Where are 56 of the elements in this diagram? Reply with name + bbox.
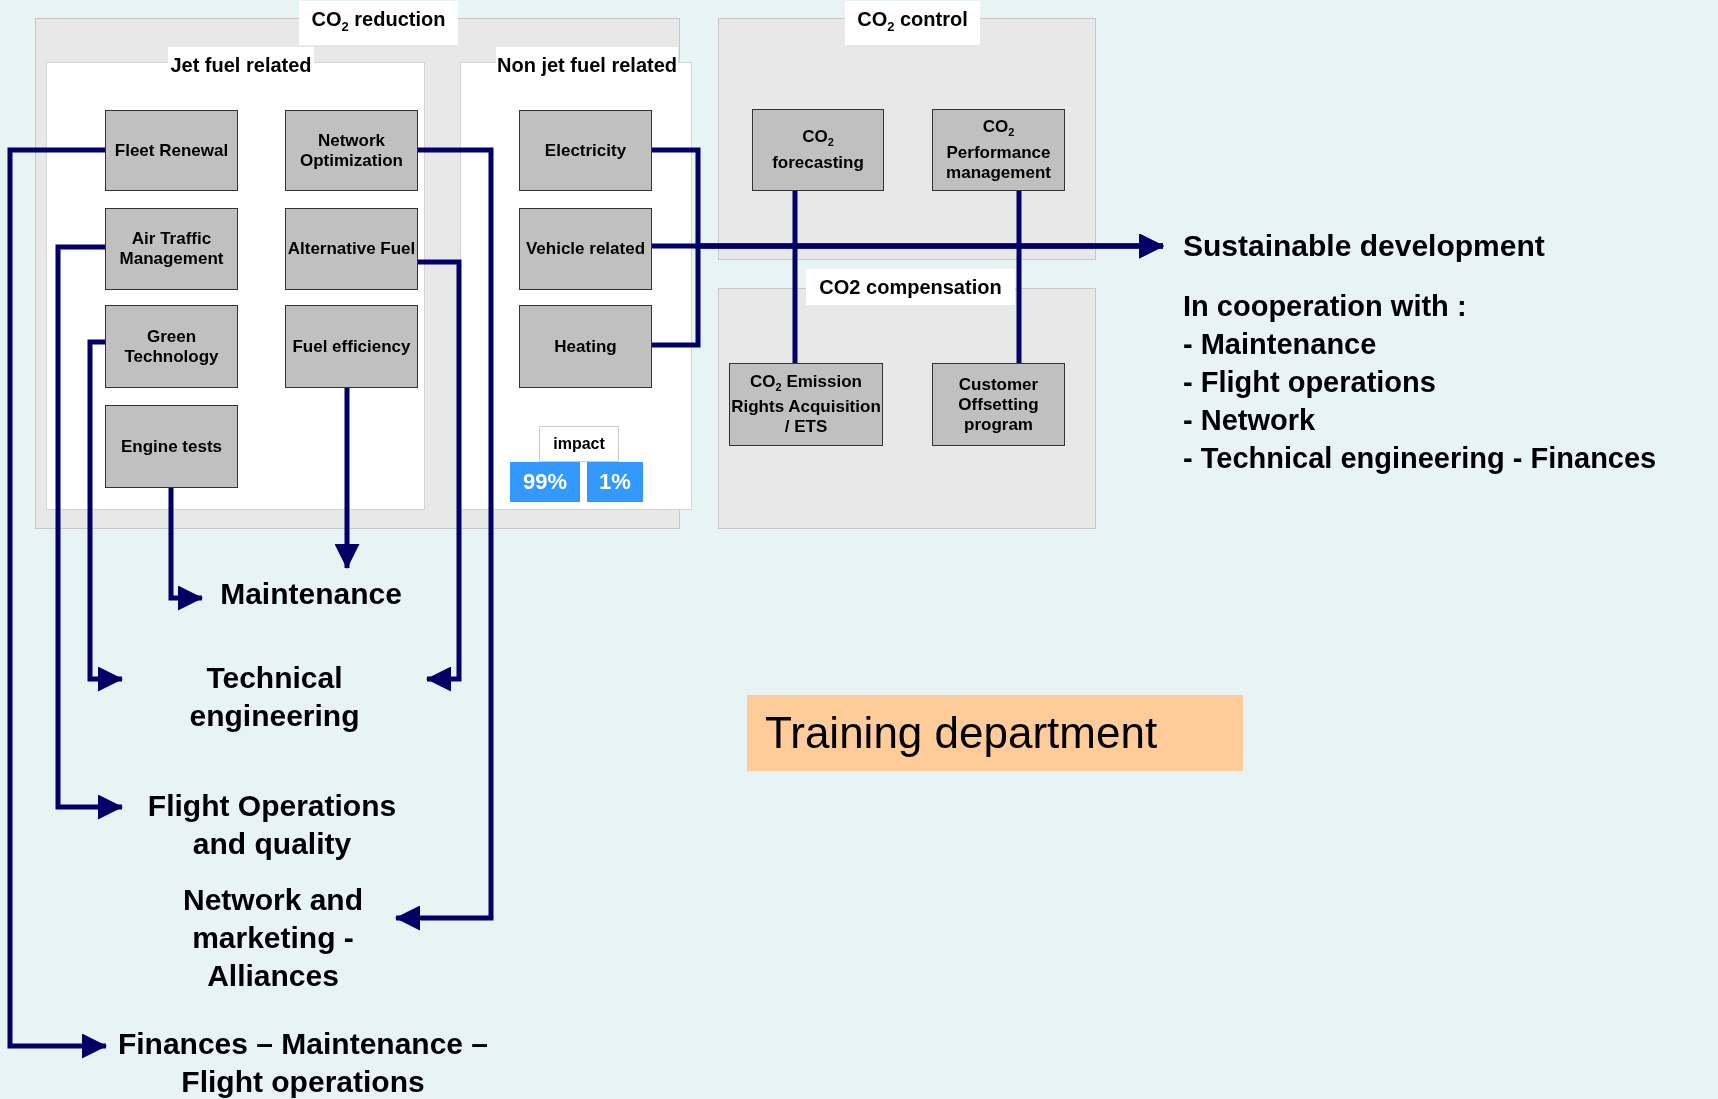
- box-label: CO$_{2}$ forecasting: [771, 127, 865, 173]
- group-title: CO2 compensation: [806, 269, 1015, 305]
- group-title: CO$_{2}$ control: [845, 1, 980, 45]
- box-label: Electricity: [544, 140, 627, 161]
- box-label: Green Technology: [123, 326, 220, 367]
- training-department-box: Training department: [747, 695, 1243, 771]
- box-label: Fuel efficiency: [292, 336, 411, 357]
- cooperation-item: - Network: [1183, 403, 1316, 438]
- process-box: [285, 305, 418, 388]
- arrow: [87, 339, 123, 692]
- process-box: [519, 110, 652, 191]
- process-box: [285, 208, 418, 290]
- group-title: CO$_{2}$ reduction: [299, 1, 458, 45]
- arrow: [334, 388, 360, 569]
- department-label: Network and marketing - Alliances: [150, 880, 396, 995]
- box-label: Customer Offsetting program: [957, 374, 1040, 435]
- arrow: [652, 233, 1164, 348]
- process-box: [105, 208, 238, 290]
- department-label: Sustainable development: [1163, 226, 1583, 266]
- arrow: [395, 147, 494, 931]
- box-label: CO$_{2}$ Performance management: [945, 117, 1052, 183]
- impact-label: impact: [539, 426, 619, 462]
- process-box: [105, 110, 238, 191]
- process-box: [285, 110, 418, 191]
- arrow: [7, 147, 107, 1059]
- process-box: [932, 363, 1065, 446]
- percentage-badge: 99%: [510, 462, 580, 502]
- box-label: CO$_{2}$ Emission Rights Acquisition / ETS: [730, 371, 882, 438]
- cooperation-item: - Flight operations: [1183, 365, 1436, 400]
- process-box: [519, 208, 652, 290]
- arrow: [418, 259, 462, 692]
- department-label: Flight Operations and quality: [122, 785, 422, 865]
- percentage-badge: 1%: [587, 462, 643, 502]
- box-label: Alternative Fuel: [287, 239, 416, 259]
- process-box: [932, 109, 1065, 191]
- connector-line: [1016, 191, 1022, 363]
- cooperation-heading: In cooperation with :: [1183, 289, 1467, 324]
- cooperation-item: - Technical engineering - Finances: [1183, 441, 1657, 476]
- box-label: Engine tests: [120, 436, 223, 457]
- department-label: Technical engineering: [122, 655, 427, 739]
- process-box: [105, 405, 238, 488]
- box-label: Air Traffic Management: [118, 229, 225, 269]
- department-label: Maintenance: [202, 568, 420, 620]
- process-box: [519, 305, 652, 388]
- arrow: [168, 488, 203, 611]
- cooperation-item: - Maintenance: [1183, 327, 1377, 362]
- process-box: [752, 109, 884, 191]
- process-box: [105, 305, 238, 388]
- box-label: Fleet Renewal: [114, 140, 229, 161]
- box-label: Vehicle related: [525, 239, 646, 259]
- box-label: Network Optimization: [299, 130, 404, 171]
- connector-line: [792, 191, 798, 363]
- arrow: [55, 244, 123, 820]
- department-label: Finances – Maintenance – Flight operations: [106, 1028, 500, 1098]
- process-box: [729, 363, 883, 446]
- box-label: Heating: [554, 336, 617, 357]
